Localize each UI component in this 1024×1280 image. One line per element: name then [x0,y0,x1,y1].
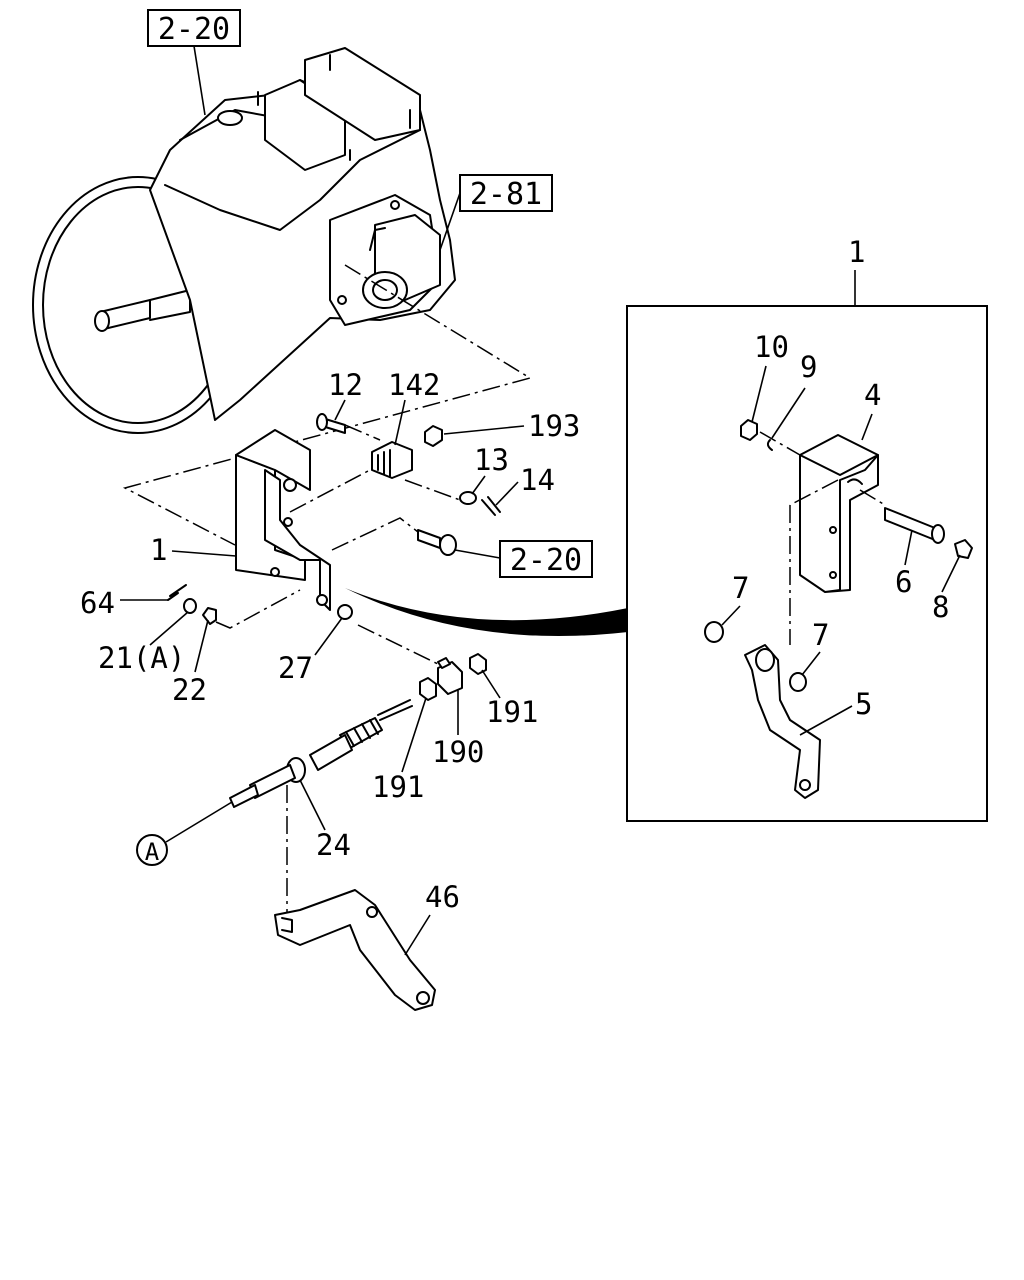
washer-27 [337,604,353,620]
callout-24: 24 [316,828,351,862]
reference-label: 2-20 [158,12,230,47]
arm-46 [274,889,436,1011]
inset-callout-4: 4 [864,378,881,412]
bracket-assembly [235,429,331,611]
callout-191-left: 191 [372,770,424,804]
inset-callout-6: 6 [895,565,912,599]
washer-13 [459,491,477,505]
inset-callout-10: 10 [754,330,789,364]
callout-191-right: 191 [486,695,538,729]
reference-label: 2-20 [510,543,582,578]
cotter-pin-64 [167,584,187,601]
reference-label: 2-81 [470,177,542,212]
control-cable-24 [229,699,413,808]
washer-22 [202,607,217,625]
clip-pin-14 [481,496,501,516]
callout-22: 22 [172,673,207,707]
bushing-142 [371,441,413,479]
svg-text:A: A [145,838,160,866]
callout-27: 27 [278,651,313,685]
callout-193: 193 [528,409,580,443]
nut-193 [424,425,443,447]
detail-arrow [345,588,628,637]
nut-191-right [469,653,487,675]
callout-190: 190 [432,735,484,769]
inset-callout-1: 1 [848,235,865,269]
callout-64: 64 [80,586,115,620]
inset-detail: 1 10 9 4 6 8 7 [626,235,988,822]
callout-1: 1 [150,533,167,567]
reference-circle-a: A [136,834,168,866]
bolt-2-20 [417,529,457,556]
bolt-12 [316,413,346,434]
transmission-drawing [32,47,456,434]
callout-12: 12 [328,368,363,402]
inset-callout-5: 5 [855,687,872,721]
nut-191-left [419,677,437,701]
callout-13: 13 [474,443,509,477]
callout-21a: 21(A) [98,641,185,675]
reference-box-2-20-bottom[interactable]: 2-20 [499,540,593,578]
washer-21a [183,598,197,614]
reference-box-2-81[interactable]: 2-81 [459,174,553,212]
joint-190 [437,657,463,695]
inset-callout-8: 8 [932,590,949,624]
callout-46: 46 [425,880,460,914]
callout-14: 14 [520,463,555,497]
reference-box-2-20-top[interactable]: 2-20 [147,9,241,47]
inset-callout-7-left: 7 [732,571,749,605]
callout-142: 142 [388,368,440,402]
inset-callout-9: 9 [800,350,817,384]
inset-callout-7-right: 7 [812,618,829,652]
